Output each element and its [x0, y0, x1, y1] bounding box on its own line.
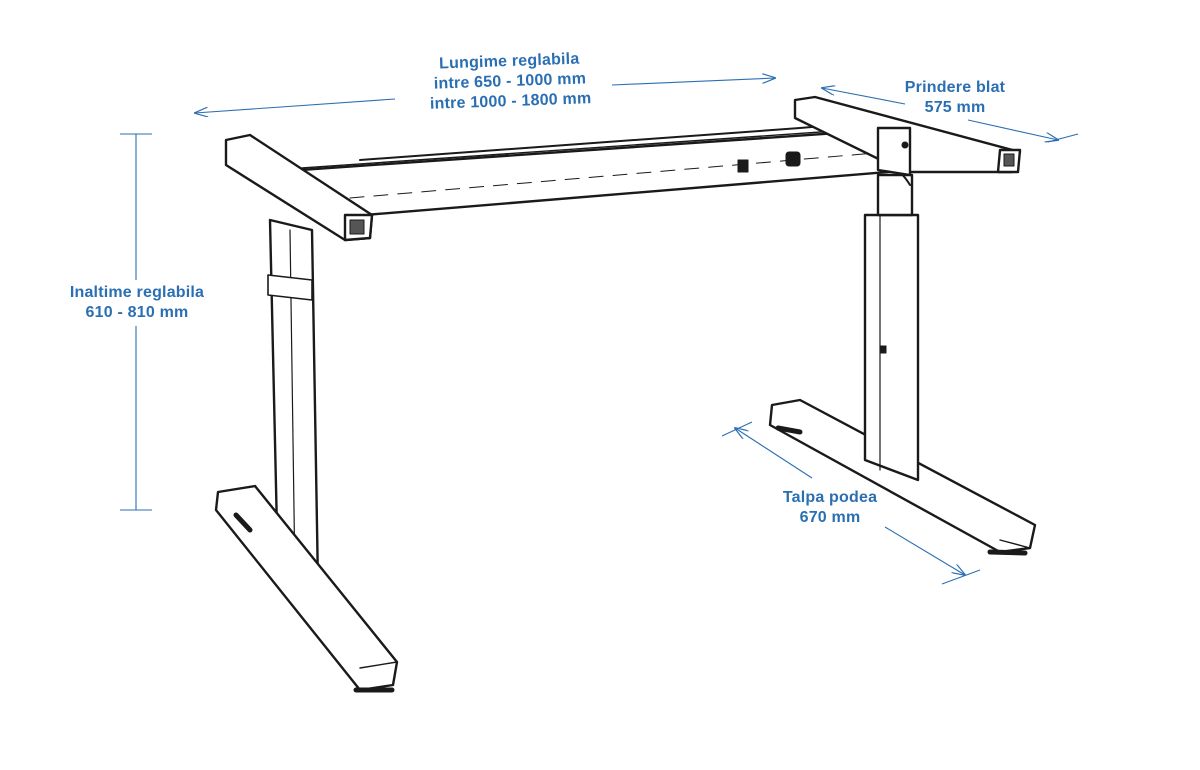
- mount-label-value: 575 mm: [924, 99, 986, 116]
- height-label: Inaltime reglabila 610 - 810 mm: [54, 283, 220, 323]
- left-leg: [267, 218, 320, 587]
- foot-dimension-upper: [735, 428, 813, 479]
- left-bracket: [224, 133, 374, 242]
- mount-label: Prindere blat 575 mm: [890, 78, 1020, 118]
- foot-dimension-tick-top: [721, 421, 753, 437]
- foot-label-value: 670 mm: [799, 509, 861, 526]
- length-dimension-right: [611, 78, 775, 86]
- length-dimension-left: [195, 98, 396, 113]
- right-bracket: [793, 95, 1022, 177]
- foot-dimension-lower: [884, 526, 965, 575]
- mount-dimension-right: [967, 119, 1058, 140]
- height-label-value: 610 - 810 mm: [85, 304, 189, 321]
- frame-body: [214, 95, 1037, 693]
- top-beam: [298, 121, 914, 236]
- right-leg: [863, 166, 920, 482]
- left-foot: [214, 484, 399, 693]
- mount-dimension-tick: [1047, 133, 1079, 143]
- length-label: Lungime reglabila intre 650 - 1000 mm in…: [404, 48, 616, 115]
- foot-label-title: Talpa podea: [782, 489, 878, 506]
- dimension-lines: [120, 78, 1079, 585]
- foot-label: Talpa podea 670 mm: [765, 488, 895, 528]
- foot-dimension-tick-bottom: [941, 569, 981, 585]
- mount-label-title: Prindere blat: [904, 79, 1006, 96]
- mount-dimension-left: [822, 88, 906, 105]
- height-label-title: Inaltime reglabila: [69, 284, 205, 301]
